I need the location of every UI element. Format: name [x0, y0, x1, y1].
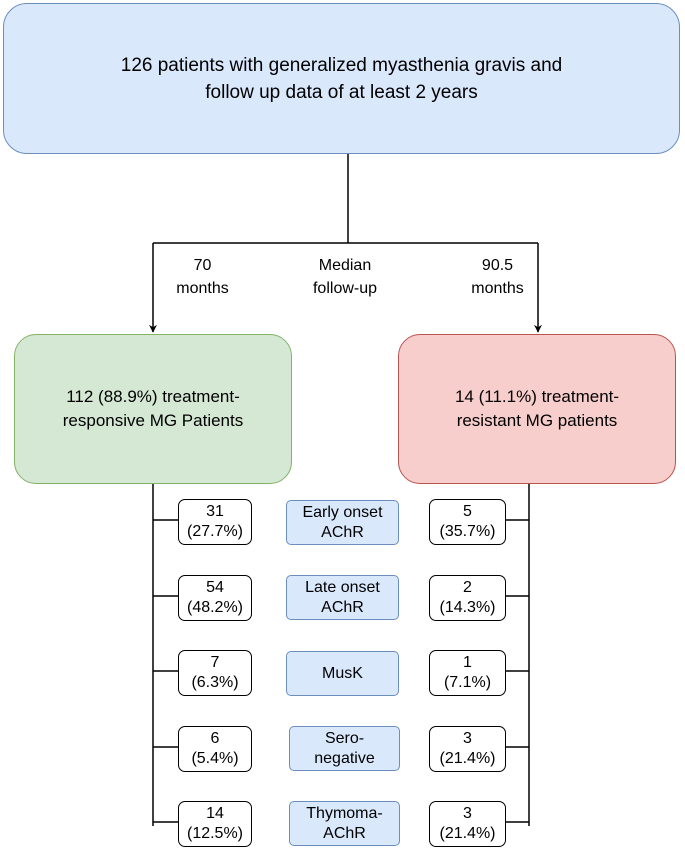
category-seronegative: Sero- negative	[289, 726, 400, 771]
responsive-count-musk: 7 (6.3%)	[178, 650, 252, 696]
responsive-count-late-onset: 54 (48.2%)	[178, 575, 252, 621]
resistant-count-thymoma: 3 (21.4%)	[429, 801, 506, 847]
category-musk: MusK	[286, 651, 399, 696]
category-thymoma-achr: Thymoma- AChR	[289, 801, 400, 846]
category-early-onset-achr: Early onset AChR	[286, 500, 399, 545]
responsive-group-box: 112 (88.9%) treatment- responsive MG Pat…	[14, 334, 292, 484]
cohort-box: 126 patients with generalized myasthenia…	[3, 3, 680, 154]
resistant-group-box: 14 (11.1%) treatment- resistant MG patie…	[398, 334, 676, 484]
resistant-count-early-onset: 5 (35.7%)	[429, 499, 506, 545]
resistant-count-late-onset: 2 (14.3%)	[429, 575, 506, 621]
followup-right-months: 90.5 months	[471, 257, 524, 297]
responsive-count-thymoma: 14 (12.5%)	[178, 801, 252, 847]
category-late-onset-achr: Late onset AChR	[286, 575, 399, 620]
responsive-count-seronegative: 6 (5.4%)	[178, 726, 252, 772]
resistant-count-seronegative: 3 (21.4%)	[429, 726, 506, 772]
followup-left-months: 70 months	[176, 257, 229, 297]
resistant-count-musk: 1 (7.1%)	[429, 650, 506, 696]
followup-center-label: Median follow-up	[312, 257, 378, 297]
responsive-count-early-onset: 31 (27.7%)	[178, 499, 252, 545]
